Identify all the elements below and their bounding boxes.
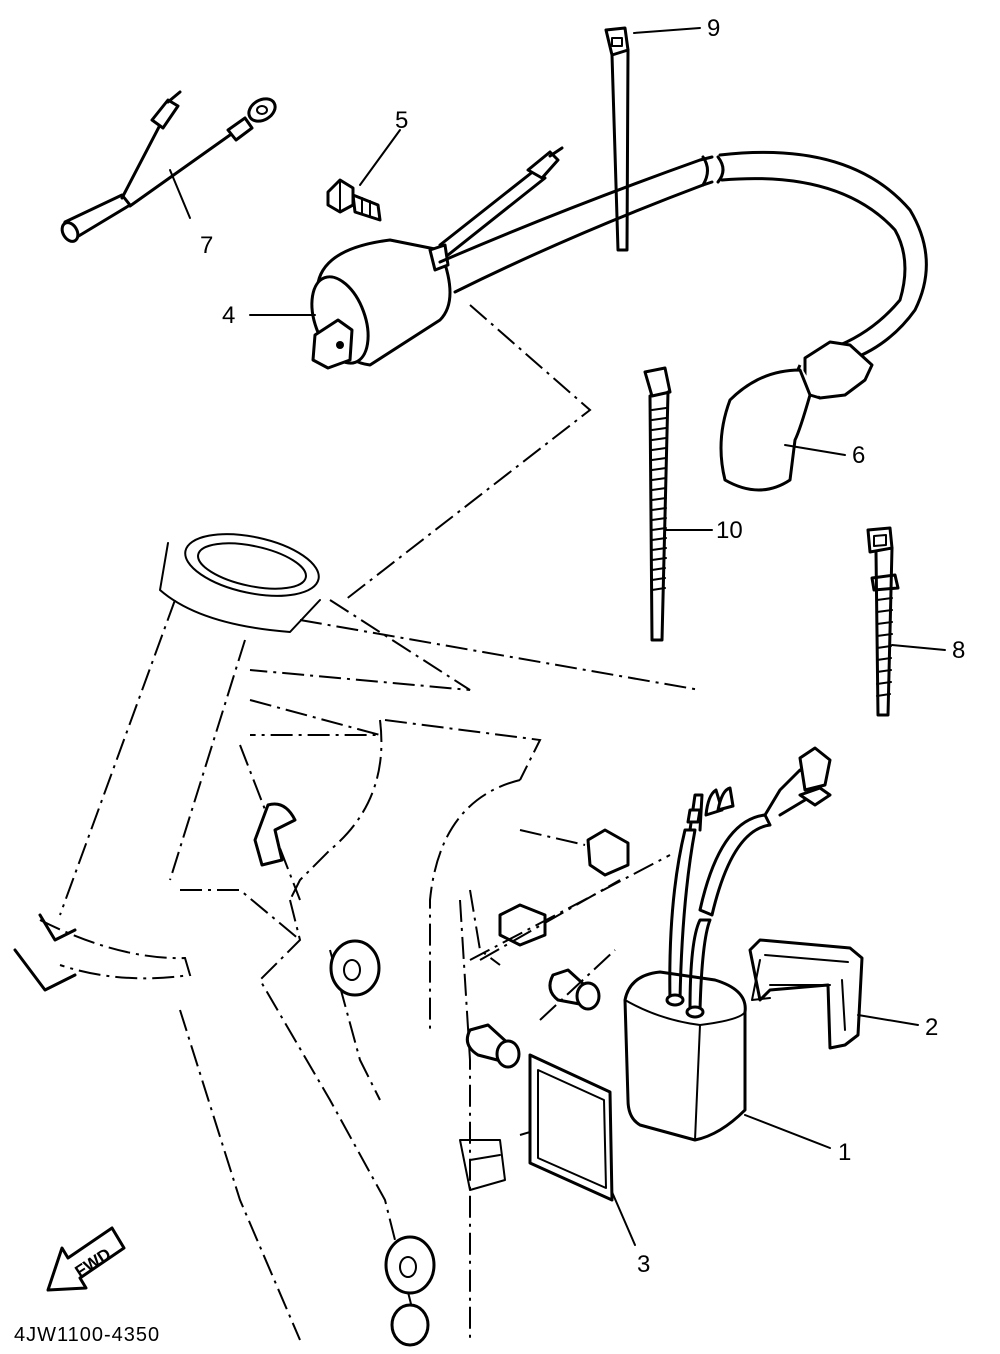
ignition-coil-part xyxy=(310,146,564,370)
callout-2: 2 xyxy=(925,1014,938,1041)
bracket-part xyxy=(748,938,864,1050)
forward-arrow-icon: FWD xyxy=(46,1226,126,1292)
plug-cap-lead-part xyxy=(438,150,928,492)
callout-6: 6 xyxy=(852,442,865,469)
callout-9: 9 xyxy=(707,15,720,42)
frame-outline xyxy=(13,304,701,1347)
callout-leaders xyxy=(169,27,946,1246)
cable-tie-part xyxy=(643,366,672,642)
callout-10: 10 xyxy=(716,517,743,544)
drawing-code: 4JW1100-4350 xyxy=(14,1324,160,1346)
cdi-unit-part xyxy=(623,746,832,1142)
bolt-part xyxy=(326,178,382,222)
callout-3: 3 xyxy=(637,1251,650,1278)
callout-1: 1 xyxy=(838,1139,851,1166)
callout-8: 8 xyxy=(952,637,965,664)
callout-7: 7 xyxy=(200,232,213,259)
callout-4: 4 xyxy=(222,302,235,329)
band-part xyxy=(866,526,900,717)
small-cable-band-part xyxy=(604,26,630,252)
damper-pad-part xyxy=(528,1053,614,1202)
earth-lead-part xyxy=(60,90,277,243)
callout-5: 5 xyxy=(395,107,408,134)
